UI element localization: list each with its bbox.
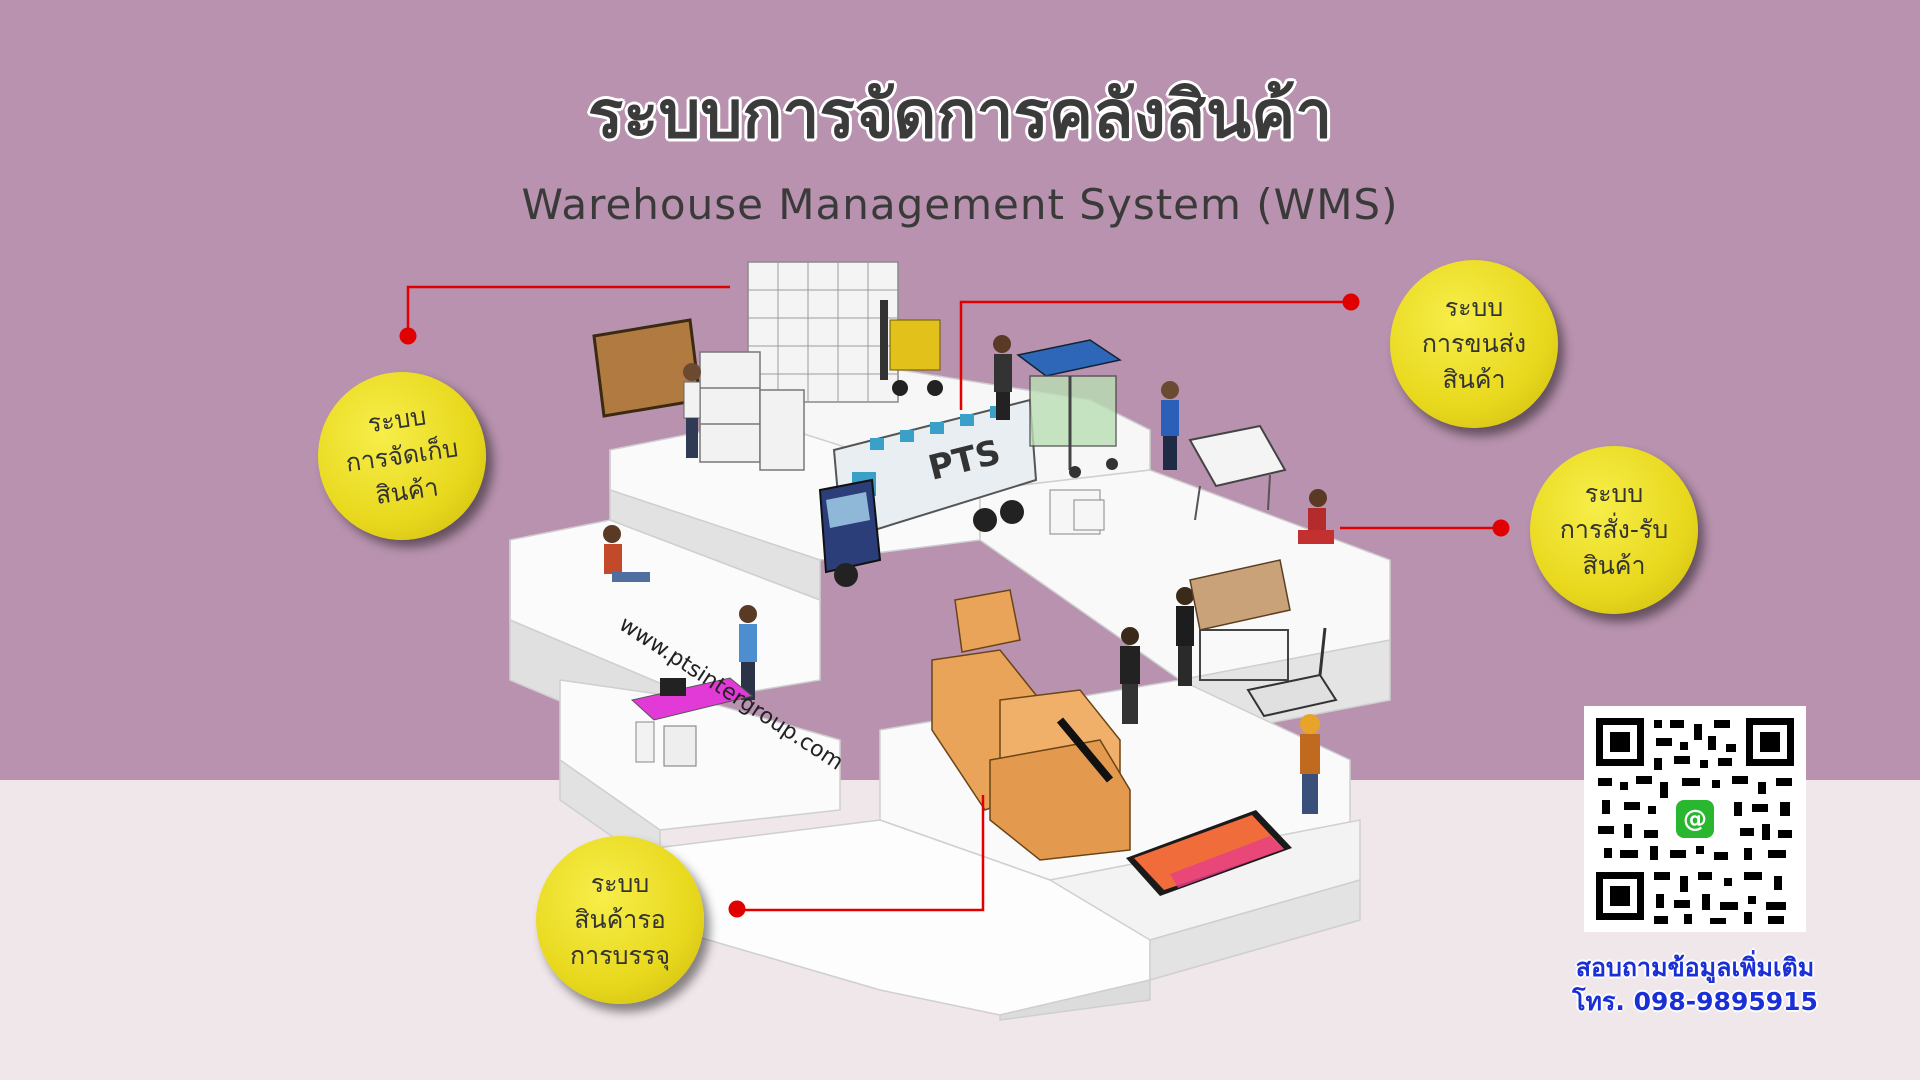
contact-phone[interactable]: โทร. 098-9895915 <box>1572 987 1818 1016</box>
warehouse-workers <box>603 335 1334 814</box>
connector-dot-order <box>1492 519 1510 537</box>
line-qr-code[interactable]: @ <box>1584 706 1806 932</box>
worker-tablet <box>739 605 757 700</box>
connector-transport <box>959 300 1350 410</box>
connector-packing <box>738 795 985 912</box>
bubble-order-system: ระบบ การสั่ง-รับ สินค้า <box>1530 446 1698 614</box>
bubble-order-line2: การสั่ง-รับ <box>1559 515 1669 544</box>
bubble-order-line3: สินค้า <box>1582 551 1646 580</box>
contact-info-text: สอบถามข้อมูลเพิ่มเติม <box>1575 953 1815 982</box>
worker-lifting <box>1120 627 1140 724</box>
bubble-packing-line3: การบรรจุ <box>570 941 670 970</box>
bubble-transport-system: ระบบ การขนส่ง สินค้า <box>1390 260 1558 428</box>
cardboard-boxes <box>931 589 1131 861</box>
worker-sitting-step <box>603 525 650 582</box>
bubble-storage-line3: สินค้า <box>373 472 441 510</box>
worker-black <box>1176 587 1194 686</box>
bubble-order-line1: ระบบ <box>1584 479 1644 508</box>
worker-hardhat <box>1300 714 1320 814</box>
bubble-transport-line1: ระบบ <box>1444 293 1504 322</box>
tablet-device <box>1126 810 1292 896</box>
office-desk <box>630 677 754 767</box>
worker-cabinets <box>683 363 701 458</box>
worker-blue <box>1161 381 1179 470</box>
pts-truck <box>818 398 1038 587</box>
connector-lines <box>406 285 1500 912</box>
forklift <box>880 300 943 396</box>
paper-stack <box>1049 489 1105 535</box>
bubble-packing-line2: สินค้ารอ <box>574 905 666 934</box>
hand-trolley <box>1246 627 1338 718</box>
drafting-table <box>1188 424 1287 521</box>
bubble-transport-line3: สินค้า <box>1442 365 1506 394</box>
packing-station <box>1189 559 1291 681</box>
connector-dots <box>399 293 1510 918</box>
connector-storage <box>406 285 730 334</box>
bubble-packing-line1: ระบบ <box>590 869 650 898</box>
crate-trolley <box>1016 339 1122 478</box>
worker-sitting-chair <box>1298 489 1334 544</box>
worker-suit <box>993 335 1012 420</box>
connector-dot-packing <box>728 900 746 918</box>
bubble-transport-line2: การขนส่ง <box>1421 329 1527 358</box>
page-title: ระบบการจัดการคลังสินค้า <box>587 76 1333 153</box>
crate-shelving <box>747 261 899 403</box>
connector-dot-transport <box>1342 293 1360 311</box>
file-cabinets <box>699 351 805 471</box>
qr-pattern <box>1584 706 1806 932</box>
line-at-icon: @ <box>1683 805 1707 833</box>
page-subtitle: Warehouse Management System (WMS) <box>521 180 1399 229</box>
connector-dot-storage <box>399 327 417 345</box>
bubble-packing-system: ระบบ สินค้ารอ การบรรจุ <box>536 836 704 1004</box>
